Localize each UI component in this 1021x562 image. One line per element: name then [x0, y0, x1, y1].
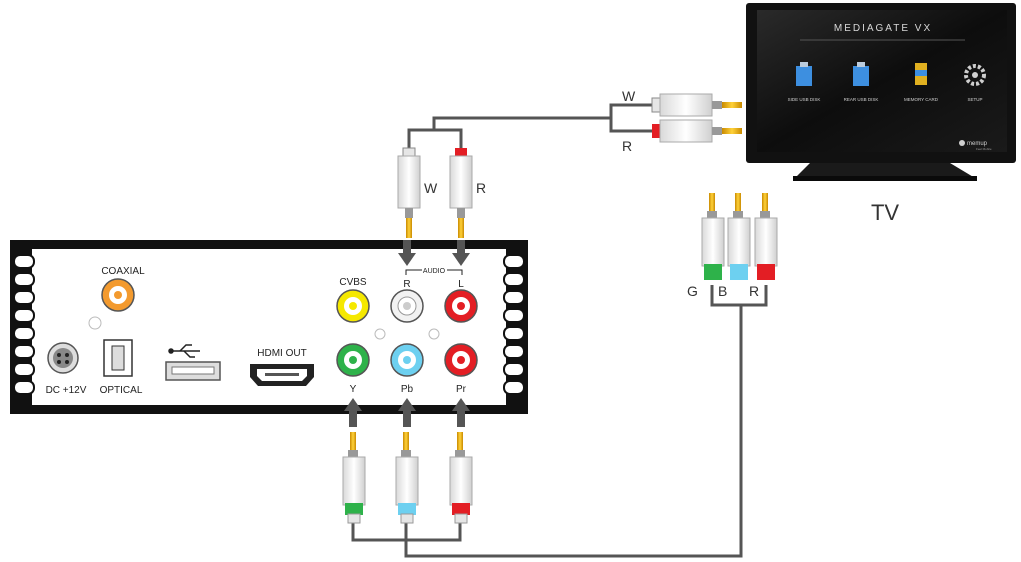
tv-label: TV	[871, 200, 899, 225]
screw-hole	[428, 328, 440, 340]
audio-l-port	[444, 289, 478, 323]
arrow-down-icon	[398, 240, 416, 266]
audio-wire-white	[407, 103, 657, 151]
media-player-back-panel: COAXIAL DC +12V OPTICAL	[10, 240, 528, 414]
audio-cable-wires	[407, 103, 657, 151]
optical-port	[103, 339, 133, 377]
audio-plug-w-label: W	[424, 180, 438, 196]
tv-comp-g-label: G	[687, 283, 698, 299]
component-pb-port	[390, 343, 424, 377]
audio-plug-white	[397, 147, 421, 238]
memup-logo-mark	[959, 140, 965, 146]
usb-disk-icon	[853, 62, 869, 86]
arrow-up-icon	[398, 398, 416, 427]
component-arrows	[344, 398, 470, 427]
audio-wire-red	[434, 128, 463, 151]
screw-hole	[88, 316, 102, 330]
usb-port	[165, 361, 221, 381]
gear-icon	[964, 64, 986, 86]
audio-arrows	[398, 240, 470, 266]
audio-plug-red	[449, 148, 473, 238]
arrow-up-icon	[344, 398, 362, 427]
tv: MEDIAGATE VX SIDE USB DISK REAR USB DISK…	[746, 3, 1016, 225]
tv-component-plug-green	[701, 193, 725, 280]
tv-component-plug-red	[754, 193, 778, 280]
screw-hole	[374, 328, 386, 340]
memory-card-icon	[915, 63, 927, 85]
component-wire-right	[406, 522, 462, 542]
audio-r-label: R	[403, 279, 410, 290]
tv-audio-plug-red	[652, 119, 742, 143]
tv-component-plug-blue	[727, 193, 751, 280]
coaxial-port	[101, 278, 135, 312]
memup-logo: memup	[967, 141, 988, 147]
audio-plug-r-label: R	[476, 180, 486, 196]
component-wire-tv	[710, 285, 768, 307]
component-pr-port	[444, 343, 478, 377]
tv-brand: MEDIAGATE VX	[834, 23, 932, 34]
tv-menu-rear-usb: REAR USB DISK	[844, 97, 879, 102]
component-pb-label: Pb	[401, 384, 414, 395]
tv-audio-r-label: R	[622, 138, 632, 154]
component-plug-green	[342, 432, 366, 524]
tv-menu-side-usb: SIDE USB DISK	[788, 97, 821, 102]
audio-wire-red-tv	[609, 118, 657, 133]
memup-tagline: Feel Mobile	[976, 147, 992, 151]
tv-comp-r-label: R	[749, 283, 759, 299]
cvbs-port	[336, 289, 370, 323]
tv-stand	[795, 163, 975, 178]
arrow-up-icon	[452, 398, 470, 427]
audio-l-label: L	[458, 279, 464, 290]
usb-disk-icon	[796, 62, 812, 86]
component-plug-blue	[395, 432, 419, 524]
component-cable-wires	[351, 285, 768, 558]
tv-comp-b-label: B	[718, 283, 727, 299]
tv-stand-base	[793, 176, 977, 181]
tv-menu-memory-card: MEMORY CARD	[904, 97, 939, 102]
component-pr-label: Pr	[456, 384, 467, 395]
audio-label: AUDIO	[423, 268, 446, 275]
usb-icon	[168, 344, 200, 358]
component-plug-red	[449, 432, 473, 524]
component-y-label: Y	[350, 384, 357, 395]
dc-label: DC +12V	[46, 385, 87, 396]
component-y-port	[336, 343, 370, 377]
tv-audio-w-label: W	[622, 88, 636, 104]
coaxial-label: COAXIAL	[101, 266, 145, 277]
hdmi-label: HDMI OUT	[257, 348, 306, 359]
cvbs-label: CVBS	[339, 277, 367, 288]
dc-power-port	[47, 342, 79, 374]
component-wire-trunk	[404, 305, 743, 558]
arrow-down-icon	[452, 240, 470, 266]
optical-label: OPTICAL	[100, 385, 143, 396]
hdmi-port	[250, 364, 314, 386]
component-wire-left	[351, 522, 408, 542]
tv-audio-plug-white	[651, 93, 742, 117]
audio-group-bracket	[405, 269, 463, 275]
audio-r-port	[390, 289, 424, 323]
tv-menu-setup: SETUP	[967, 97, 982, 102]
